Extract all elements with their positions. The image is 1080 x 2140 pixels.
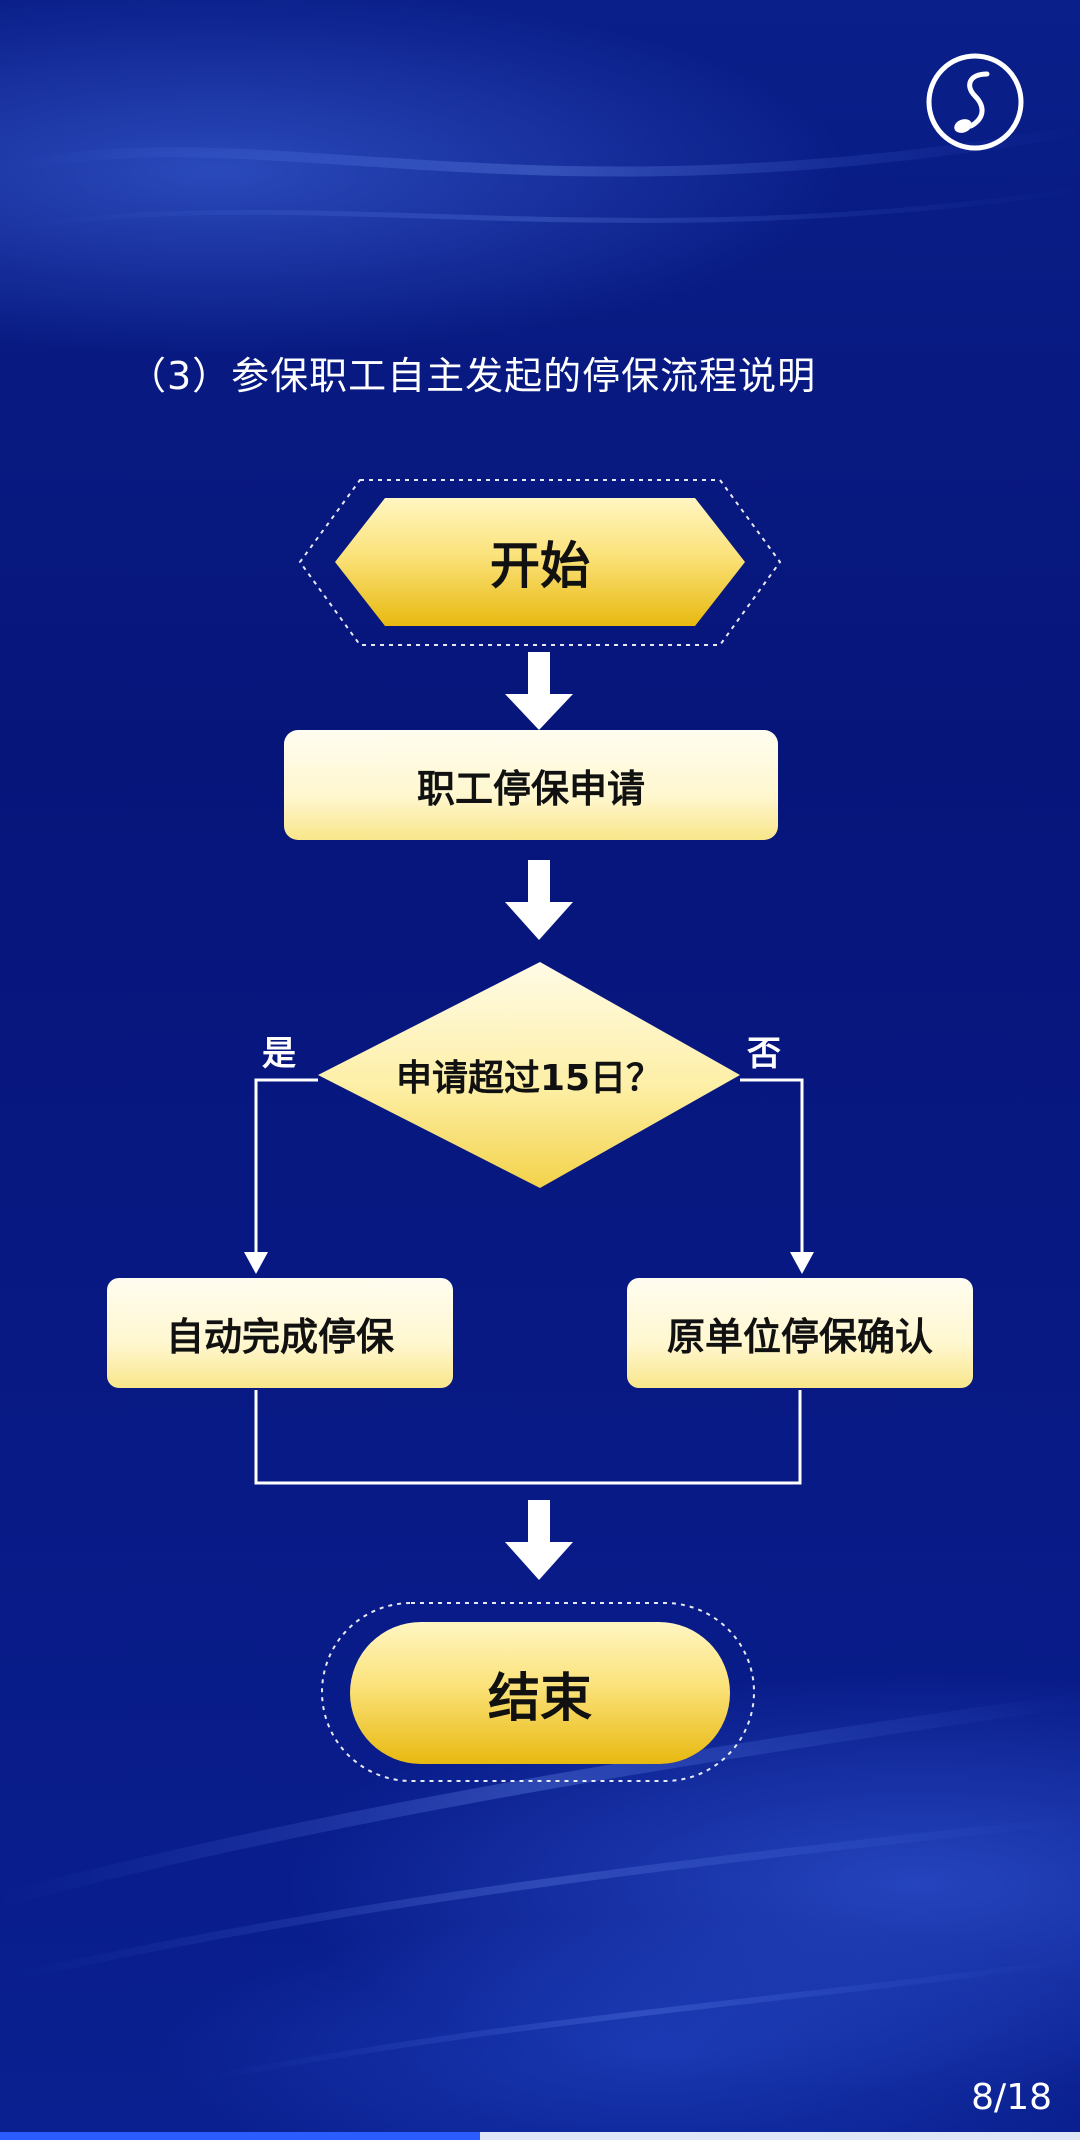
decision-node xyxy=(318,962,740,1188)
branch-connectors xyxy=(254,1078,804,1258)
page-indicator: 8/18 xyxy=(971,2077,1052,2118)
progress-bar xyxy=(0,2132,1080,2140)
end-label: 结束 xyxy=(487,1668,592,1729)
arrow-apply-to-decision xyxy=(505,860,573,940)
yes-branch-label: 自动完成停保 xyxy=(165,1314,394,1359)
yes-label: 是 xyxy=(262,1034,296,1074)
apply-node xyxy=(284,730,778,840)
no-branch-node xyxy=(627,1278,973,1388)
start-label: 开始 xyxy=(490,537,590,595)
no-label: 否 xyxy=(747,1034,781,1074)
music-note-s-icon xyxy=(926,53,1024,151)
end-node-outline xyxy=(321,1602,755,1782)
apply-label: 职工停保申请 xyxy=(416,766,645,811)
page-heading: （3）参保职工自主发起的停保流程说明 xyxy=(128,354,817,398)
arrow-start-to-apply xyxy=(505,652,573,730)
progress-fill xyxy=(0,2132,480,2140)
merge-connector xyxy=(254,1390,802,1485)
decision-label: 申请超过15日？ xyxy=(395,1058,663,1099)
end-node xyxy=(350,1622,730,1764)
start-node xyxy=(335,498,745,626)
yes-branch-node xyxy=(107,1278,453,1388)
branch-arrowheads xyxy=(244,1252,814,1274)
arrow-merge-to-end xyxy=(505,1500,573,1580)
start-node-outline xyxy=(298,479,782,646)
no-branch-label: 原单位停保确认 xyxy=(666,1314,933,1359)
